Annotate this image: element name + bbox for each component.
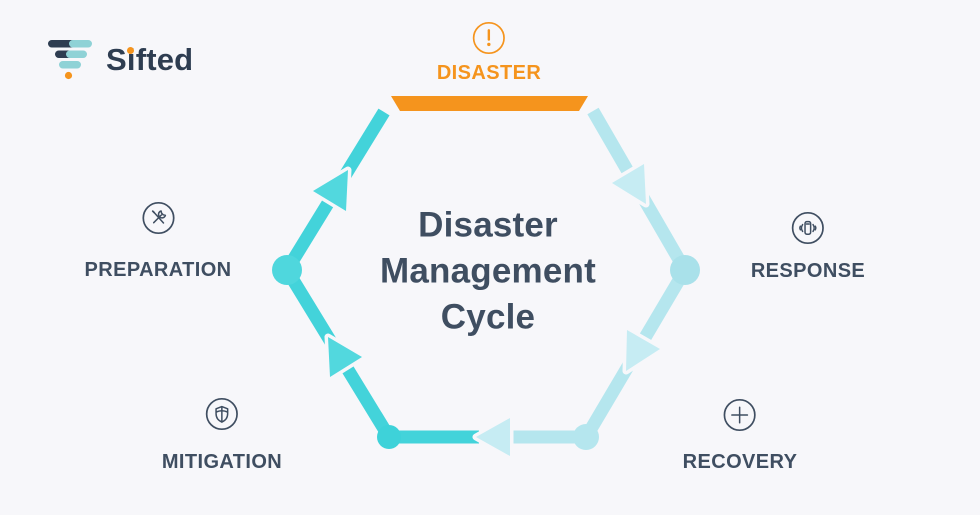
sifted-logo-mark	[48, 40, 92, 80]
stage-response: RESPONSE	[751, 211, 865, 283]
stage-recovery: RECOVERY	[683, 398, 798, 474]
node-preparation	[272, 255, 302, 285]
stage-label-recovery: RECOVERY	[682, 451, 798, 473]
stage-label-preparation: PREPARATION	[84, 259, 232, 281]
node-mitigation	[377, 425, 401, 449]
arrowhead-up-left	[324, 333, 366, 381]
arrowhead-down-left	[622, 326, 664, 375]
phone-ring-icon	[791, 211, 825, 245]
stage-disaster: DISASTER	[437, 21, 541, 85]
arrowhead-left	[472, 414, 514, 460]
stage-mitigation: MITIGATION	[162, 397, 282, 474]
plus-icon	[723, 398, 757, 432]
stage-label-response: RESPONSE	[750, 260, 866, 282]
tools-icon	[141, 201, 175, 235]
logo-orange-dot	[64, 71, 73, 80]
node-response	[670, 255, 700, 285]
logo-i-dot	[127, 47, 134, 54]
shield-icon	[205, 397, 239, 431]
node-recovery	[573, 424, 599, 450]
stage-preparation: PREPARATION	[85, 201, 232, 282]
segment-disaster-bar	[391, 96, 588, 111]
arrowhead-up-right	[309, 166, 352, 215]
sifted-logo: Sifted	[46, 38, 193, 84]
alert-icon	[472, 21, 506, 55]
logo-wordmark: Sifted	[106, 42, 194, 77]
stage-label-mitigation: MITIGATION	[161, 451, 283, 473]
diagram-title: Disaster Management Cycle	[380, 205, 596, 338]
arrowhead-down-right	[608, 160, 650, 208]
stage-label-disaster: DISASTER	[436, 62, 542, 84]
